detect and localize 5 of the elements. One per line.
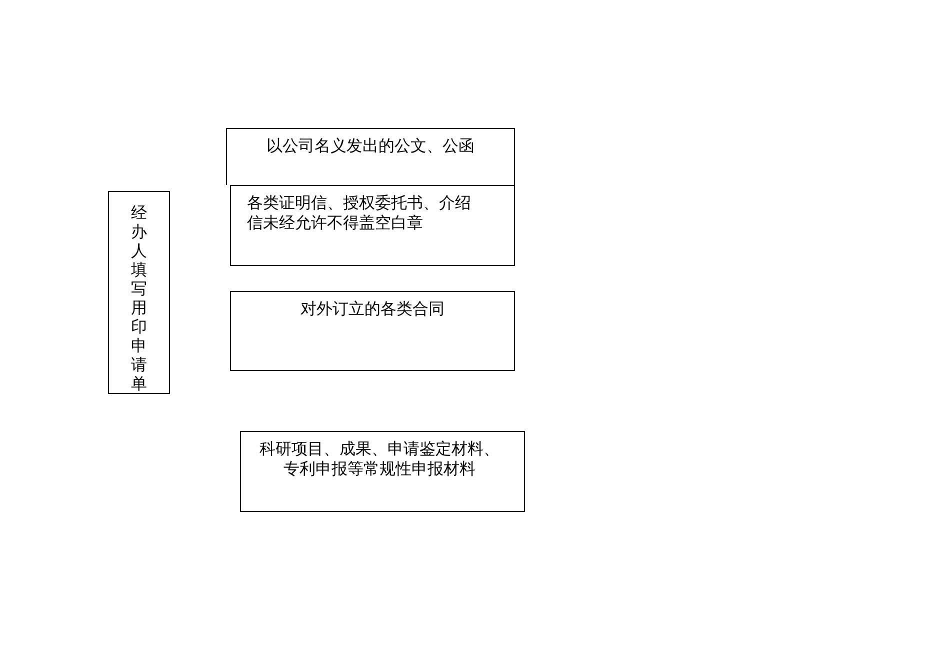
text-box: 各类证明信、授权委托书、介绍信未经允许不得盖空白章 — [230, 185, 515, 266]
text-box: 科研项目、成果、申请鉴定材料、专利申报等常规性申报材料 — [240, 431, 525, 512]
vertical-text-box: 经办人填写用印申请单 — [108, 191, 170, 394]
text-box: 以公司名义发出的公文、公函 — [226, 128, 515, 185]
text-box: 对外订立的各类合同 — [230, 291, 515, 371]
